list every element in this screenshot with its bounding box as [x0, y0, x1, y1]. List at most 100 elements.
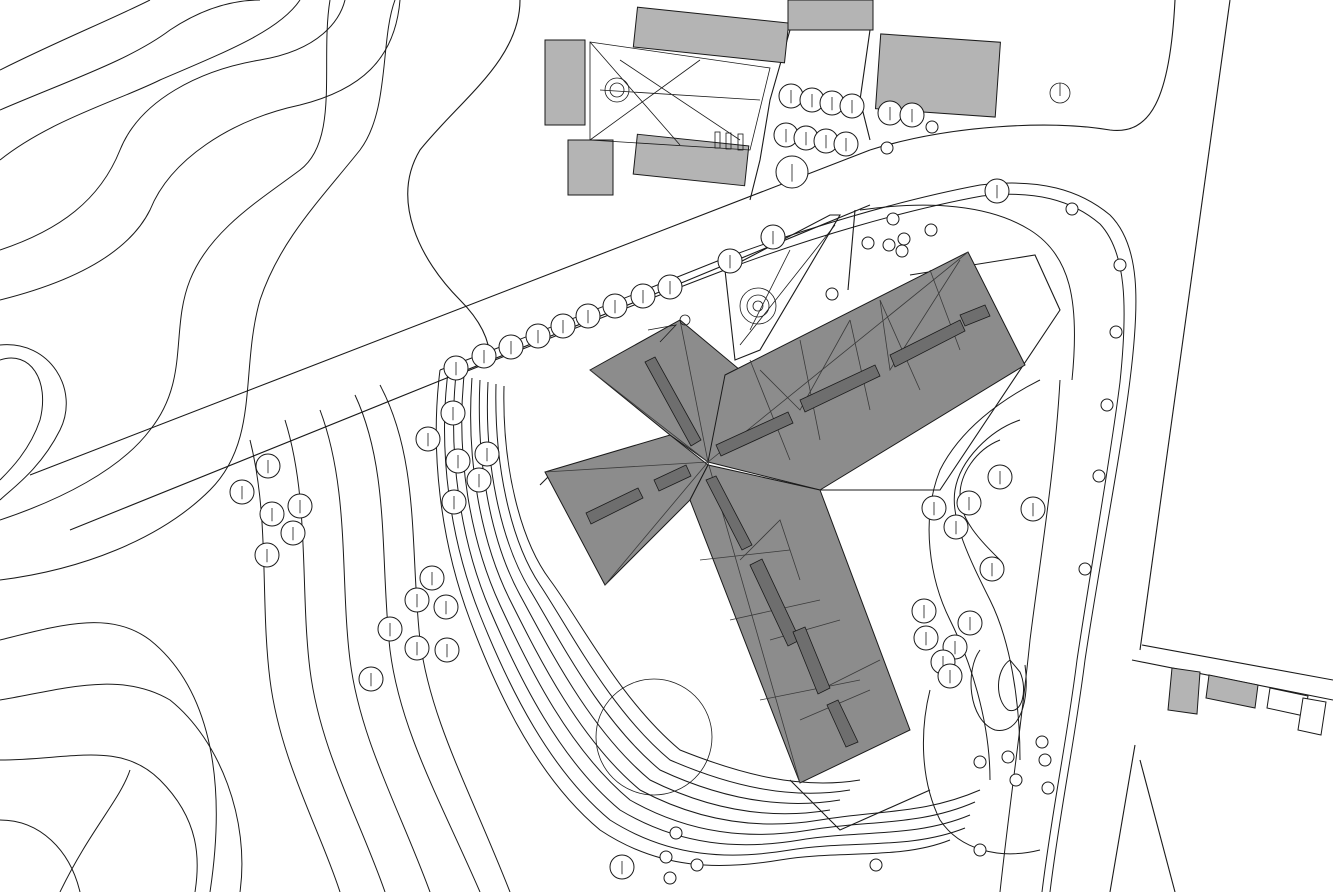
existing-building: [787, 0, 874, 31]
tree-icon: [404, 635, 430, 661]
tree-icon: [1009, 773, 1023, 787]
skylight: [826, 699, 859, 748]
tree-canopy: [669, 826, 683, 840]
tree-canopy: [690, 858, 704, 872]
tree-canopy: [973, 755, 987, 769]
tree-icon: [630, 283, 656, 309]
tree-canopy: [886, 212, 900, 226]
existing-buildings-east: [1167, 667, 1327, 736]
tree-icon: [897, 232, 911, 246]
tree-icon: [1038, 753, 1052, 767]
contour-lines-west: [0, 0, 511, 892]
tree-icon: [259, 501, 285, 527]
tree-icon: [525, 323, 551, 349]
trees: [229, 83, 1127, 885]
tree-canopy: [1078, 562, 1092, 576]
existing-building: [567, 139, 614, 196]
tree-icon: [669, 826, 683, 840]
tree-canopy: [1065, 202, 1079, 216]
tree-canopy: [895, 244, 909, 258]
tree-icon: [956, 490, 982, 516]
tree-icon: [415, 426, 441, 452]
tree-icon: [602, 293, 628, 319]
featured-tree: [739, 287, 777, 325]
tree-canopy: [1035, 735, 1049, 749]
tree-icon: [280, 520, 306, 546]
tree-icon: [886, 212, 900, 226]
tree-icon: [869, 858, 883, 872]
tree-icon: [575, 303, 601, 329]
tree-canopy: [924, 223, 938, 237]
tree-icon: [925, 120, 939, 134]
tree-canopy: [880, 141, 894, 155]
tree-icon: [937, 663, 963, 689]
skylight: [705, 475, 753, 551]
tree-icon: [921, 495, 947, 521]
tree-icon: [1109, 325, 1123, 339]
tree-icon: [825, 287, 839, 301]
tree-canopy: [861, 236, 875, 250]
skylight: [585, 487, 644, 525]
tree-icon: [861, 236, 875, 250]
tree-canopy: [973, 843, 987, 857]
tree-icon: [358, 666, 384, 692]
skylight: [799, 364, 881, 413]
tree-icon: [657, 274, 683, 300]
tree-icon: [1113, 258, 1127, 272]
tree-icon: [973, 843, 987, 857]
tree-canopy: [663, 871, 677, 885]
tree-icon: [984, 178, 1010, 204]
tree-canopy: [869, 858, 883, 872]
existing-building: [632, 6, 790, 64]
tree-icon: [1065, 202, 1079, 216]
tree-icon: [1078, 562, 1092, 576]
tree-icon: [839, 93, 865, 119]
tree-icon: [833, 131, 859, 157]
tree-icon: [1100, 398, 1114, 412]
tree-canopy: [882, 238, 896, 252]
tree-canopy: [1109, 325, 1123, 339]
tree-icon: [287, 493, 313, 519]
tree-icon: [229, 479, 255, 505]
tree-icon: [550, 313, 576, 339]
tree-icon: [1001, 750, 1015, 764]
tree-icon: [254, 542, 280, 568]
tree-icon: [434, 637, 460, 663]
tree-icon: [880, 141, 894, 155]
tree-canopy: [1100, 398, 1114, 412]
tree-canopy: [925, 120, 939, 134]
courtyard: [589, 41, 771, 151]
round-plaza: [595, 678, 713, 796]
tree-icon: [882, 238, 896, 252]
existing-building: [1205, 674, 1259, 709]
tree-canopy: [1009, 773, 1023, 787]
tree-icon: [440, 400, 466, 426]
skylight: [959, 304, 991, 327]
existing-building: [632, 133, 750, 187]
skylight: [715, 411, 794, 457]
tree-icon: [913, 625, 939, 651]
tree-icon: [1041, 781, 1055, 795]
tree-icon: [419, 565, 445, 591]
main-building-roof: [544, 251, 1026, 784]
tree-icon: [778, 83, 804, 109]
tree-canopy: [897, 232, 911, 246]
tree-icon: [498, 334, 524, 360]
tree-icon: [924, 223, 938, 237]
tree-icon: [609, 854, 635, 880]
tree-canopy: [1038, 753, 1052, 767]
existing-buildings-north: [544, 0, 1071, 196]
existing-building: [1167, 667, 1201, 715]
tree-canopy: [1113, 258, 1127, 272]
tree-icon: [443, 355, 469, 381]
tree-icon: [474, 441, 500, 467]
tree-icon: [433, 594, 459, 620]
tree-icon: [957, 610, 983, 636]
tree-icon: [445, 448, 471, 474]
tree-canopy: [1092, 469, 1106, 483]
tree-icon: [659, 850, 673, 864]
tree-icon: [663, 871, 677, 885]
tree-icon: [775, 155, 809, 189]
tree-icon: [466, 467, 492, 493]
